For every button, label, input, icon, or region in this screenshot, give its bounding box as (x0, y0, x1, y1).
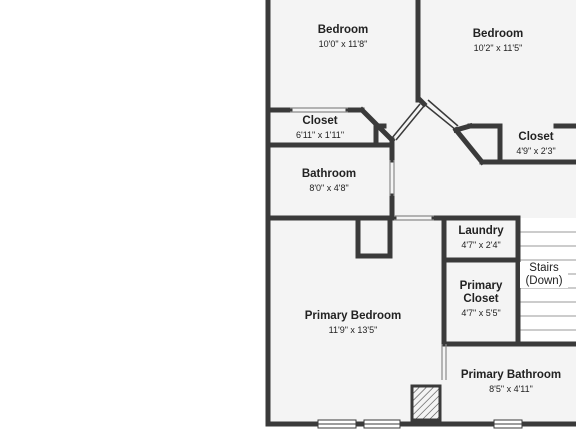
room-dims: 10'2" x 11'5" (473, 43, 523, 54)
room-name: Primary Bathroom (460, 369, 562, 381)
room-label-bedroom-1: Bedroom 10'0" x 11'8" (293, 24, 393, 50)
room-label-stairs: Stairs (Down) (520, 262, 568, 289)
room-dims: 6'11" x 1'11" (295, 130, 345, 141)
doorways (290, 107, 447, 380)
room-dims: 8'0" x 4'8" (309, 183, 349, 194)
room-name: Bedroom (317, 24, 369, 36)
room-name: Closet (518, 131, 554, 143)
fixture-hatch (410, 384, 442, 422)
hall-opening (391, 99, 459, 141)
room-name: Closet (302, 115, 338, 127)
room-name: Bedroom (472, 28, 524, 40)
room-name: Stairs (Down) (520, 262, 568, 289)
room-dims: 10'0" x 11'8" (318, 39, 368, 50)
room-label-primary-closet: Primary Closet 4'7" x 5'5" (450, 280, 512, 319)
room-label-bedroom-2: Bedroom 10'2" x 11'5" (448, 28, 548, 54)
room-label-closet-1: Closet 6'11" x 1'11" (278, 115, 362, 141)
room-name: Primary Closet (459, 280, 503, 306)
room-name: Bathroom (301, 168, 357, 180)
room-dims: 11'9" x 13'5" (328, 325, 378, 336)
room-label-closet-2: Closet 4'9" x 2'3" (504, 131, 568, 157)
floor-area (268, 0, 576, 424)
room-label-primary-bedroom: Primary Bedroom 11'9" x 13'5" (288, 310, 418, 336)
windows (317, 419, 523, 429)
walls (265, 0, 576, 427)
room-dims: 4'9" x 2'3" (516, 146, 556, 157)
room-name: Laundry (458, 225, 504, 237)
room-label-bathroom: Bathroom 8'0" x 4'8" (284, 168, 374, 194)
room-name: Primary Bedroom (304, 310, 402, 322)
room-dims: 4'7" x 2'4" (461, 240, 501, 251)
room-label-primary-bathroom: Primary Bathroom 8'5" x 4'11" (452, 369, 570, 395)
room-dims: 4'7" x 5'5" (461, 308, 501, 319)
room-dims: 8'5" x 4'11" (489, 384, 533, 395)
room-label-laundry: Laundry 4'7" x 2'4" (448, 225, 514, 251)
